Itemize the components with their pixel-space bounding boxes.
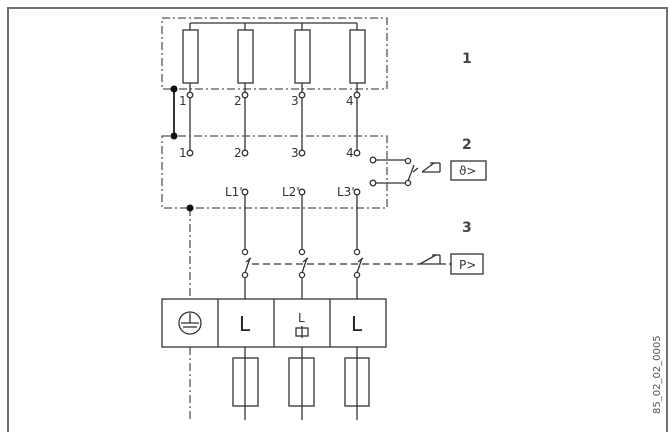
limiter-terminal-L3: L3' (337, 185, 355, 199)
limiter-terminal-3: 3 (291, 146, 299, 160)
limiter-terminal-L1: L1' (225, 185, 243, 199)
heater-terminal-4: 4 (346, 94, 354, 108)
heater-terminal-1: 1 (179, 94, 187, 108)
callout-3: 3 (462, 220, 472, 236)
limiter-terminal-4: 4 (346, 146, 354, 160)
pressure-symbol: P> (459, 258, 476, 272)
callout-1: 1 (462, 51, 472, 67)
callout-2: 2 (462, 137, 472, 153)
drawing-code: 85_02_02_0005 (652, 335, 663, 414)
limiter-terminal-2: 2 (234, 146, 242, 160)
terminal-L3-label: L (351, 312, 363, 336)
junction-dot (170, 132, 178, 140)
terminal-L1-label: L (239, 312, 251, 336)
heater-terminal-3: 3 (291, 94, 299, 108)
junction-dot (186, 204, 194, 212)
temperature-symbol: ϑ> (459, 164, 476, 178)
diagram-frame (7, 7, 668, 432)
heater-terminal-2: 2 (234, 94, 242, 108)
limiter-terminal-L2: L2' (282, 185, 300, 199)
limiter-terminal-1: 1 (179, 146, 187, 160)
terminal-L2-label: L (298, 311, 305, 325)
junction-dot (170, 85, 178, 93)
